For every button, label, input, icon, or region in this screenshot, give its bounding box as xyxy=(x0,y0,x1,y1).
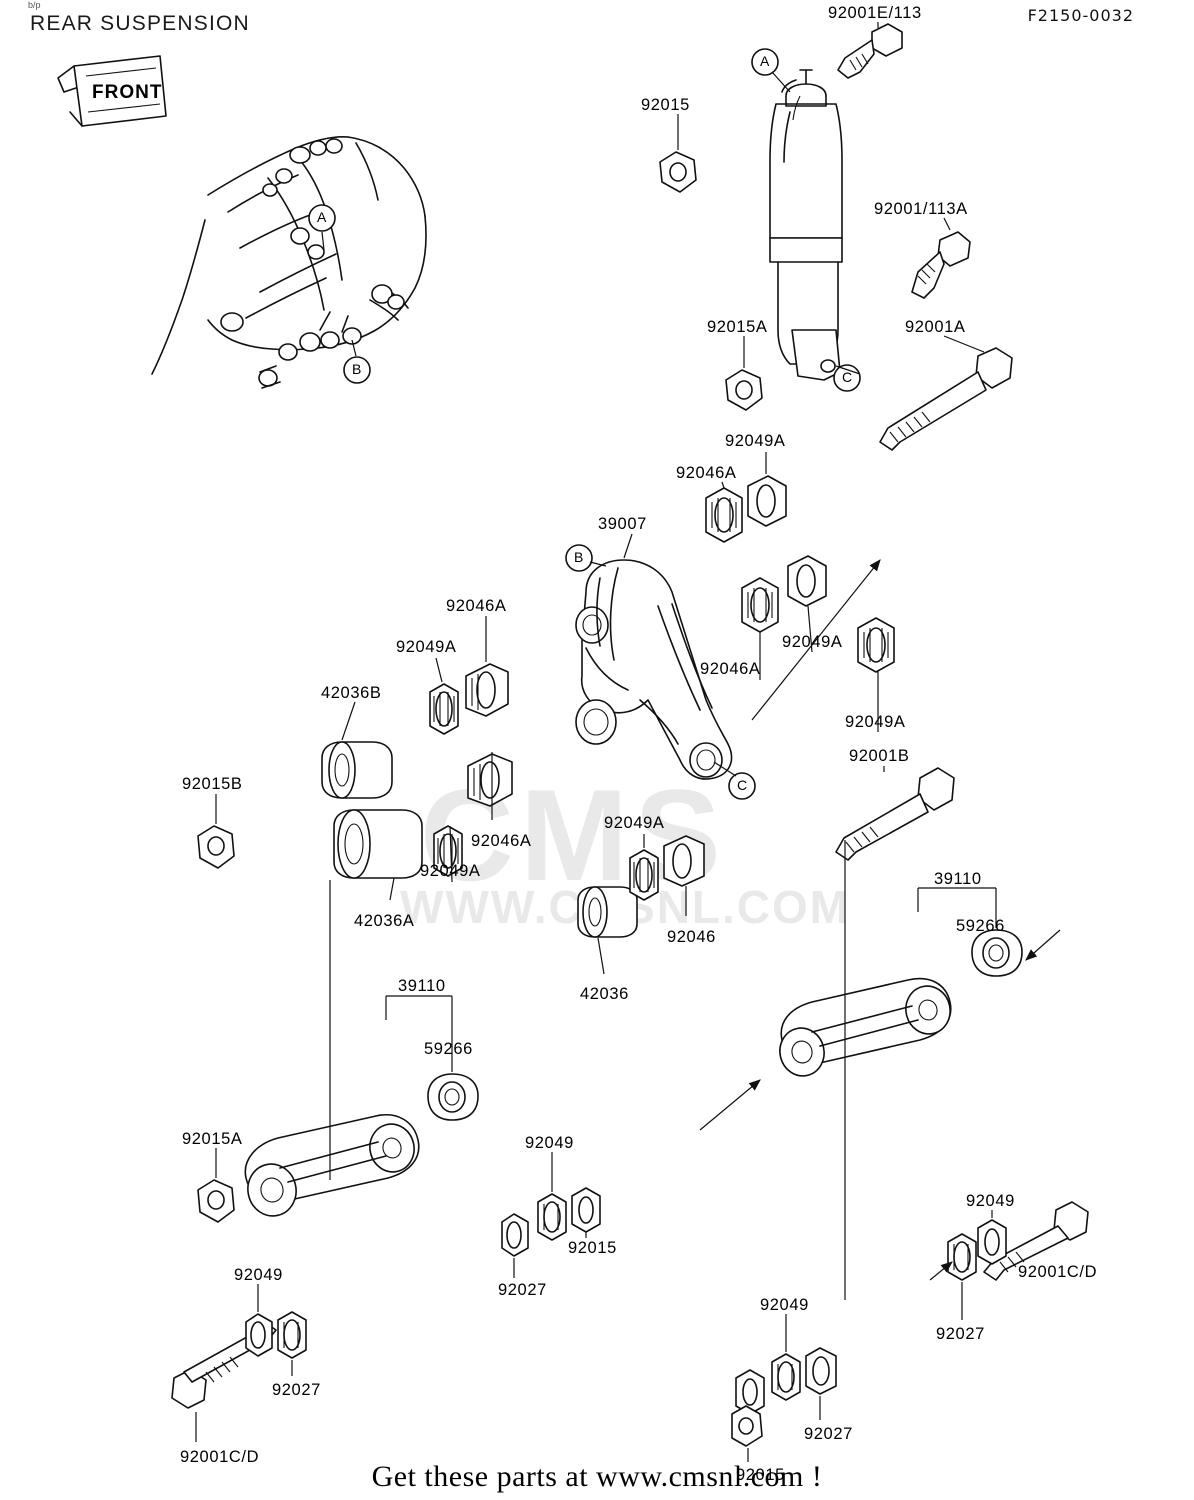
nut-92015B xyxy=(197,825,235,869)
bearing-group-right xyxy=(741,555,895,673)
bushing-59266-right xyxy=(971,929,1023,977)
callout-92049-bottom-right: 92049 xyxy=(966,1192,1015,1210)
callout-92049-center: 92049 xyxy=(525,1134,574,1152)
callout-92015-bottom: 92015 xyxy=(736,1466,785,1484)
callout-92001E-113: 92001E/113 xyxy=(828,4,922,22)
callout-92001B: 92001B xyxy=(849,747,910,765)
callout-92027-bottom-left: 92027 xyxy=(272,1381,321,1399)
collar-42036B xyxy=(321,741,393,799)
callout-92049A-center: 92049A xyxy=(604,814,665,832)
bolt-92001E xyxy=(837,23,903,79)
bearing-group-left xyxy=(429,663,509,735)
footer-promo-text: Get these parts at www.cmsnl.com ! xyxy=(371,1460,823,1493)
tie-rod-left-39110 xyxy=(244,1114,420,1217)
callout-92049A-left: 92049A xyxy=(396,638,457,656)
callout-92049A-right: 92049A xyxy=(782,633,843,651)
callout-42036: 42036 xyxy=(580,985,629,1003)
callout-92049A-top: 92049A xyxy=(725,432,786,450)
callout-92001CD-left: 92001C/D xyxy=(180,1448,260,1466)
bearing-group-top xyxy=(705,475,787,543)
callout-92046A-left: 92046A xyxy=(446,597,507,615)
callout-92049-bottom-center: 92049 xyxy=(760,1296,809,1314)
page-title: REAR SUSPENSION xyxy=(30,12,250,35)
callout-92001A: 92001A xyxy=(905,318,966,336)
callout-92015A-upper: 92015A xyxy=(707,318,768,336)
callout-39007: 39007 xyxy=(598,515,647,533)
callout-59266-left: 59266 xyxy=(424,1040,473,1058)
callout-92046A-mid: 92046A xyxy=(471,832,532,850)
callout-92046A-right: 92046A xyxy=(700,660,761,678)
frame-illustration xyxy=(151,136,427,389)
callout-92027-bottom-center: 92027 xyxy=(804,1425,853,1443)
callout-92046A-top: 92046A xyxy=(676,464,737,482)
callout-42036A: 42036A xyxy=(354,912,415,930)
callout-92049A-far-right: 92049A xyxy=(845,713,906,731)
callout-39110-left: 39110 xyxy=(398,977,446,995)
callout-92015A-left: 92015A xyxy=(182,1130,243,1148)
marker-A-shock: A xyxy=(760,53,770,69)
collar-42036A xyxy=(333,809,423,879)
bolt-92001-113A xyxy=(911,231,971,299)
marker-C-rocker: C xyxy=(737,777,748,793)
front-badge-label: FRONT xyxy=(92,82,163,103)
nut-92015A-left xyxy=(197,1179,235,1223)
diagram-code: F2150-0032 xyxy=(1027,6,1134,25)
callout-92015-top: 92015 xyxy=(641,96,690,114)
shock-absorber xyxy=(769,69,843,381)
callout-92046: 92046 xyxy=(667,928,716,946)
callout-92001CD-right: 92001C/D xyxy=(1018,1263,1098,1281)
marker-A-frame: A xyxy=(317,209,327,225)
callout-92001-113A: 92001/113A xyxy=(874,200,968,218)
watermark-url: WWW.CMSNL.COM xyxy=(400,881,851,933)
marker-C-shock: C xyxy=(842,369,853,385)
callout-92027-center: 92027 xyxy=(498,1281,547,1299)
callout-92015-center: 92015 xyxy=(568,1239,617,1257)
callout-39110-right: 39110 xyxy=(934,870,982,888)
bolt-92001A xyxy=(879,347,1013,451)
bushing-59266-left xyxy=(427,1073,479,1121)
marker-B-rocker: B xyxy=(574,549,584,565)
nut-92015A xyxy=(725,369,763,411)
callout-92027-bottom-right: 92027 xyxy=(936,1325,985,1343)
callout-92015B: 92015B xyxy=(182,775,243,793)
callout-92049A-mid: 92049A xyxy=(420,862,481,880)
callout-59266-right: 59266 xyxy=(956,917,1005,935)
callout-92049-bottom-left: 92049 xyxy=(234,1266,283,1284)
nut-92015 xyxy=(659,151,697,193)
page-fragment-text: b/p xyxy=(28,0,41,10)
callout-42036B: 42036B xyxy=(321,684,382,702)
bolt-92001B xyxy=(835,767,955,861)
marker-B-frame: B xyxy=(352,361,362,377)
circle-markers xyxy=(308,48,861,800)
tie-rod-right-39110 xyxy=(779,977,952,1077)
